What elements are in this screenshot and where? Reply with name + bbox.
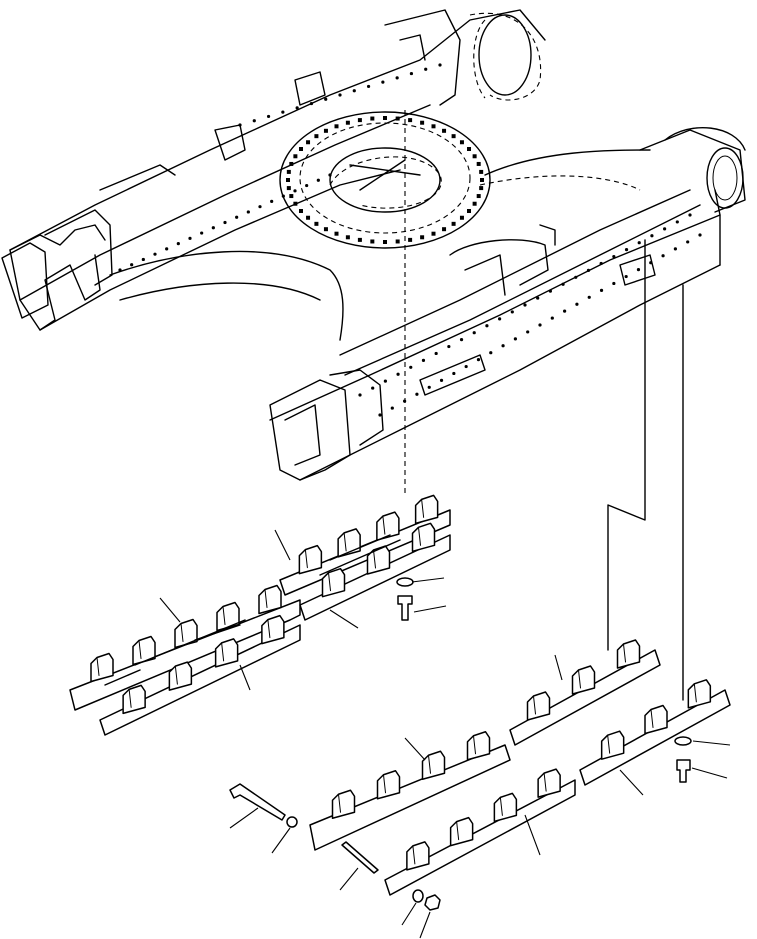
track-guard-assembly-left [69,494,451,736]
bolt-icon [676,759,691,783]
long-bolt-icon [229,783,286,821]
bolt-hole-dots [118,63,702,417]
nut-icon [424,894,441,911]
washer-icon [674,736,692,746]
washer-icon [396,577,414,587]
track-frame [1,9,746,481]
alignment-lines [404,110,684,701]
washer-icon [286,816,298,828]
washer-icon [412,889,424,903]
track-guard-assembly-right [309,639,731,896]
fasteners [229,577,692,911]
callout-leaders [159,529,731,939]
pin-icon [341,841,379,874]
bolt-icon [397,595,413,621]
ring-teeth [286,116,484,244]
